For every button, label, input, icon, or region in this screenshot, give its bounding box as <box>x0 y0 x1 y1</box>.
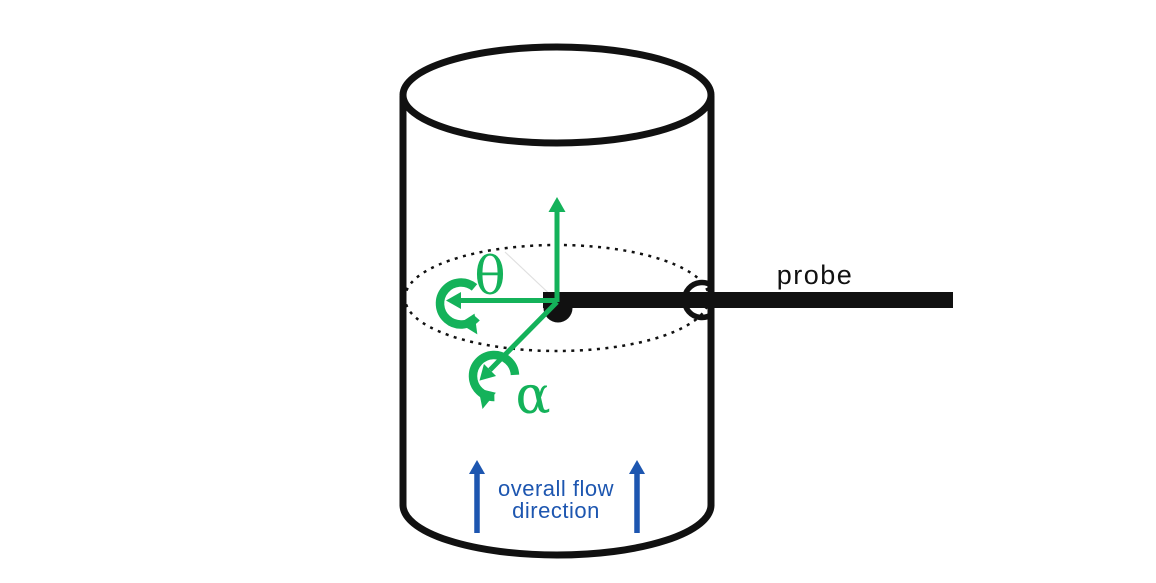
cylinder-bottom-arc <box>399 504 715 559</box>
flow-direction-label-line1: overall flow <box>498 476 614 501</box>
flow-up-arrow-right-head-icon <box>629 460 645 474</box>
cylinder-outline <box>399 43 715 559</box>
alpha-axis-arrowhead-icon <box>479 364 497 381</box>
theta-axis-arrowhead-icon <box>446 292 461 309</box>
up-axis-arrowhead-icon <box>548 197 566 212</box>
probe-axes <box>440 197 566 418</box>
flow-direction-annotation: overall flow direction <box>469 460 645 533</box>
theta-label: θ <box>474 247 505 307</box>
probe-bar <box>543 292 953 308</box>
flow-up-arrow-left-head-icon <box>469 460 485 474</box>
alpha-label: α <box>515 366 550 426</box>
probe-label: probe <box>777 260 854 290</box>
cylinder-top-ellipse <box>399 43 715 147</box>
flow-direction-label-line2: direction <box>512 498 600 523</box>
